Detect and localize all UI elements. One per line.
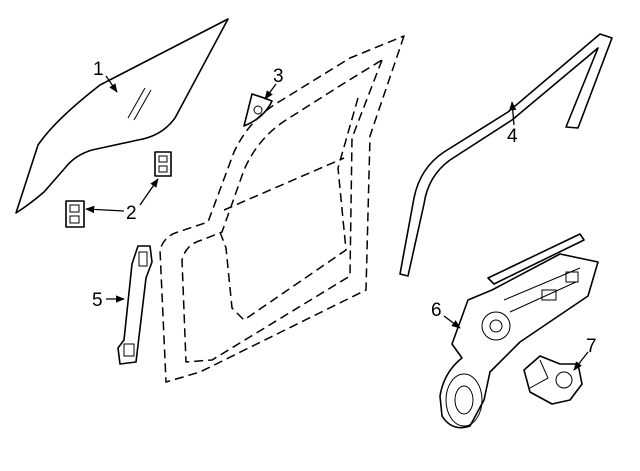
door-outline xyxy=(159,35,405,383)
run-channel xyxy=(399,33,613,277)
callout-3: 3 xyxy=(273,66,284,87)
corner-trim xyxy=(243,93,273,127)
callout-7: 7 xyxy=(586,336,597,357)
guide-rail xyxy=(117,245,153,365)
leader-lines xyxy=(85,75,589,371)
glass-clip-upper xyxy=(154,151,172,177)
callout-6: 6 xyxy=(431,300,442,321)
glass-clip-lower xyxy=(65,200,85,228)
callout-4: 4 xyxy=(507,126,518,147)
door-glass xyxy=(15,18,229,214)
callout-2: 2 xyxy=(126,203,137,224)
regulator-motor xyxy=(523,355,583,405)
callout-5: 5 xyxy=(92,290,103,311)
window-regulator xyxy=(439,233,599,429)
callout-1: 1 xyxy=(93,59,104,80)
